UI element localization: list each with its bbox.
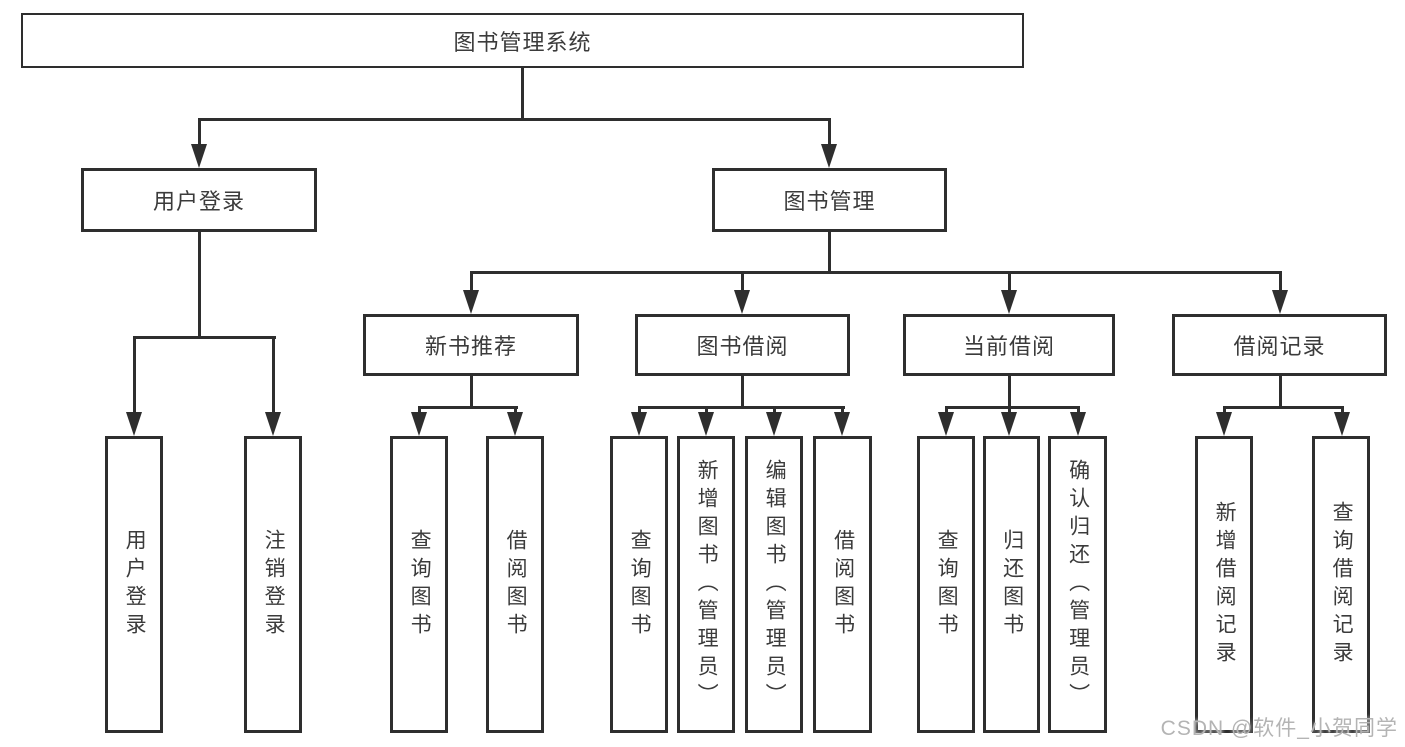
connector-line bbox=[840, 406, 844, 415]
node-label: 查询图书 bbox=[408, 528, 432, 641]
node-user-login: 用户登录 bbox=[81, 168, 317, 232]
leaf-user-login: 用户登录 bbox=[105, 436, 163, 733]
leaf-add-borrow-record: 新增借阅记录 bbox=[1195, 436, 1253, 733]
leaf-confirm-return-admin: 确认归还（管理员） bbox=[1048, 436, 1107, 733]
node-label: 当前借阅 bbox=[962, 334, 1055, 359]
node-label: 借阅图书 bbox=[831, 528, 855, 641]
node-book-management: 图书管理 bbox=[712, 168, 947, 232]
node-label: 图书管理系统 bbox=[453, 29, 592, 55]
connector-line bbox=[944, 406, 1080, 409]
arrow-down-icon bbox=[265, 412, 281, 436]
connector-line bbox=[772, 406, 776, 415]
connector-line bbox=[1007, 271, 1011, 292]
node-label: 查询图书 bbox=[935, 528, 959, 641]
connector-line bbox=[132, 336, 136, 414]
arrow-down-icon bbox=[766, 412, 782, 436]
connector-line bbox=[1278, 271, 1282, 292]
arrow-down-icon bbox=[698, 412, 714, 436]
connector-line bbox=[740, 271, 744, 292]
node-label: 新增借阅记录 bbox=[1213, 500, 1237, 669]
connector-line bbox=[637, 406, 641, 415]
connector-line bbox=[704, 406, 708, 415]
arrow-down-icon bbox=[1070, 412, 1086, 436]
node-current-borrow: 当前借阅 bbox=[903, 314, 1115, 376]
node-root: 图书管理系统 bbox=[21, 13, 1024, 68]
node-label: 借阅记录 bbox=[1233, 334, 1326, 359]
node-label: 查询借阅记录 bbox=[1330, 500, 1354, 669]
node-new-book-recommend: 新书推荐 bbox=[363, 314, 579, 376]
arrow-down-icon bbox=[1216, 412, 1232, 436]
arrow-down-icon bbox=[1334, 412, 1350, 436]
connector-line bbox=[197, 118, 831, 121]
node-label: 新书推荐 bbox=[424, 334, 517, 359]
connector-line bbox=[1340, 406, 1344, 415]
node-label: 查询图书 bbox=[628, 528, 652, 641]
arrow-down-icon bbox=[463, 290, 479, 314]
node-label: 用户登录 bbox=[123, 528, 147, 641]
node-label: 编辑图书（管理员） bbox=[763, 458, 787, 711]
connector-line bbox=[417, 406, 518, 409]
connector-line bbox=[827, 118, 831, 146]
leaf-query-borrow-record: 查询借阅记录 bbox=[1312, 436, 1370, 733]
leaf-edit-books-admin: 编辑图书（管理员） bbox=[745, 436, 803, 733]
connector-line bbox=[417, 406, 421, 415]
connector-line bbox=[469, 271, 473, 292]
leaf-query-books-current: 查询图书 bbox=[917, 436, 975, 733]
node-label: 确认归还（管理员） bbox=[1066, 458, 1090, 711]
node-book-borrow: 图书借阅 bbox=[635, 314, 850, 376]
node-label: 图书借阅 bbox=[696, 334, 789, 359]
arrow-down-icon bbox=[411, 412, 427, 436]
connector-line bbox=[1222, 406, 1226, 415]
leaf-query-books-borrow: 查询图书 bbox=[610, 436, 668, 733]
connector-line bbox=[827, 232, 831, 274]
node-label: 图书管理 bbox=[783, 189, 876, 214]
arrow-down-icon bbox=[1001, 290, 1017, 314]
arrow-down-icon bbox=[821, 144, 837, 168]
connector-line bbox=[469, 271, 1282, 274]
arrow-down-icon bbox=[734, 290, 750, 314]
node-label: 借阅图书 bbox=[504, 528, 528, 641]
connector-line bbox=[271, 336, 275, 414]
arrow-down-icon bbox=[1272, 290, 1288, 314]
arrow-down-icon bbox=[938, 412, 954, 436]
node-label: 用户登录 bbox=[152, 189, 245, 214]
leaf-query-books-recommend: 查询图书 bbox=[390, 436, 448, 733]
connector-line bbox=[469, 376, 473, 409]
connector-line bbox=[637, 406, 845, 409]
arrow-down-icon bbox=[1001, 412, 1017, 436]
node-label: 注销登录 bbox=[262, 528, 286, 641]
leaf-return-books: 归还图书 bbox=[983, 436, 1040, 733]
connector-line bbox=[740, 376, 744, 409]
arrow-down-icon bbox=[834, 412, 850, 436]
connector-line bbox=[197, 232, 201, 339]
connector-line bbox=[520, 68, 524, 121]
leaf-logout: 注销登录 bbox=[244, 436, 302, 733]
connector-line bbox=[1222, 406, 1344, 409]
connector-line bbox=[944, 406, 948, 415]
connector-line bbox=[513, 406, 517, 415]
connector-line bbox=[1076, 406, 1080, 415]
connector-line bbox=[132, 336, 276, 339]
node-label: 新增图书（管理员） bbox=[695, 458, 719, 711]
node-borrow-records: 借阅记录 bbox=[1172, 314, 1387, 376]
node-label: 归还图书 bbox=[1000, 528, 1024, 641]
arrow-down-icon bbox=[507, 412, 523, 436]
leaf-add-books-admin: 新增图书（管理员） bbox=[677, 436, 735, 733]
connector-line bbox=[1008, 406, 1011, 415]
arrow-down-icon bbox=[126, 412, 142, 436]
arrow-down-icon bbox=[191, 144, 207, 168]
leaf-borrow-books-recommend: 借阅图书 bbox=[486, 436, 544, 733]
connector-line bbox=[1007, 376, 1011, 409]
arrow-down-icon bbox=[631, 412, 647, 436]
connector-line bbox=[1278, 376, 1282, 409]
connector-line bbox=[197, 118, 201, 146]
watermark: CSDN @软件_小贺同学 bbox=[1160, 717, 1398, 740]
leaf-borrow-books-borrow: 借阅图书 bbox=[813, 436, 872, 733]
